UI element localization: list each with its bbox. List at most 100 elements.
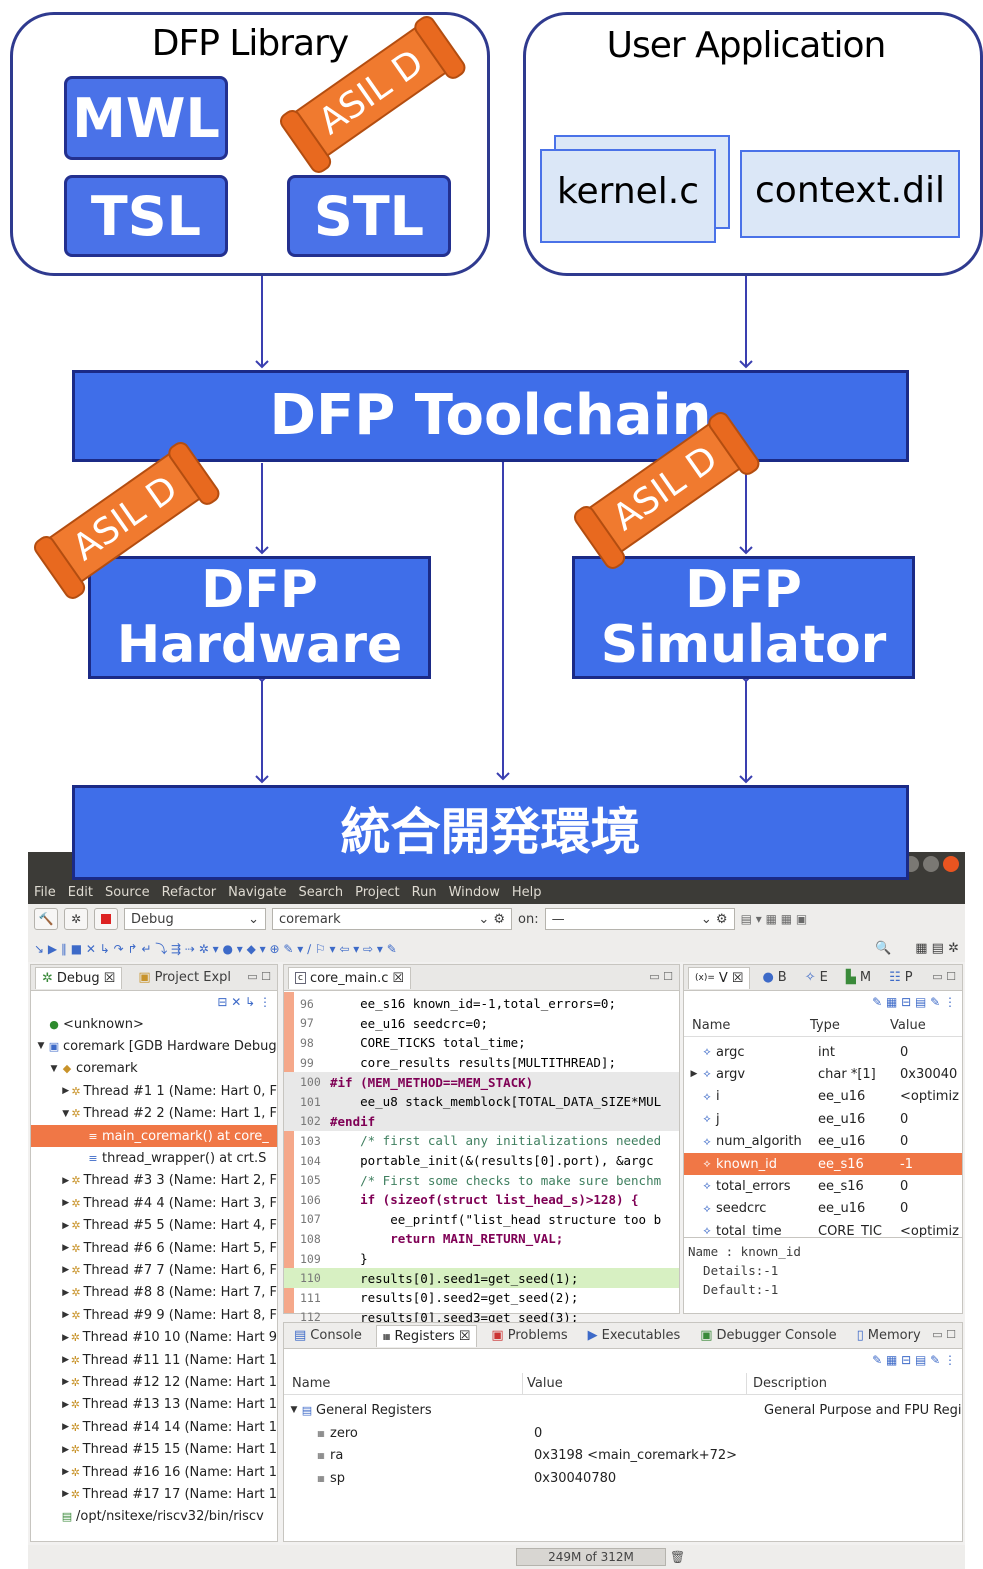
chevron-right-icon[interactable]: ▶ [62, 1310, 70, 1321]
register-group-row[interactable]: ▼▤General Registers General Purpose and … [284, 1399, 962, 1421]
debug-tree-item[interactable]: ▶✲Thread #16 16 (Name: Hart 1 [31, 1461, 277, 1483]
debug-tree-item[interactable]: ≡thread_wrapper() at crt.S [31, 1147, 277, 1169]
menu-project[interactable]: Project [355, 884, 400, 900]
debug-tree-item[interactable]: ▶✲Thread #7 7 (Name: Hart 6, F [31, 1259, 277, 1281]
tab-debugger-console[interactable]: ▣Debugger Console [700, 1328, 837, 1343]
chevron-down-icon[interactable]: ▼ [37, 1041, 45, 1052]
debug-tree-item[interactable]: ▶✲Thread #13 13 (Name: Hart 1 [31, 1394, 277, 1416]
code-line[interactable]: 99 core_results results[MULTITHREAD]; [284, 1053, 679, 1073]
chevron-right-icon[interactable]: ▶ [690, 1069, 698, 1080]
tab-console[interactable]: ▤Console [294, 1328, 362, 1343]
debug-tree-item[interactable]: ▶✲Thread #8 8 (Name: Hart 7, F [31, 1282, 277, 1304]
code-line[interactable]: 107 ee_printf("list_head structure too b [284, 1210, 679, 1230]
view-min-max-icons[interactable]: ▭ ☐ [649, 970, 673, 983]
chevron-right-icon[interactable]: ▶ [62, 1399, 69, 1410]
chevron-right-icon[interactable]: ▶ [62, 1444, 69, 1455]
launch-config-select[interactable]: coremark⌄ ⚙ [272, 908, 512, 930]
code-line[interactable]: 97 ee_u16 seedcrc=0; [284, 1014, 679, 1034]
chevron-down-icon[interactable]: ▼ [62, 1108, 70, 1119]
chevron-right-icon[interactable]: ▶ [62, 1377, 69, 1388]
tab-expressions[interactable]: ✧E [804, 970, 828, 985]
code-line[interactable]: 103 /* first call any initializations ne… [284, 1131, 679, 1151]
debug-tree-item[interactable]: ▶✲Thread #4 4 (Name: Hart 3, F [31, 1192, 277, 1214]
chevron-right-icon[interactable]: ▶ [62, 1198, 70, 1209]
menu-refactor[interactable]: Refactor [161, 884, 217, 900]
debug-tree-item[interactable]: ▶✲Thread #14 14 (Name: Hart 1 [31, 1416, 277, 1438]
chevron-right-icon[interactable]: ▶ [62, 1265, 70, 1276]
menu-edit[interactable]: Edit [67, 884, 93, 900]
code-line[interactable]: 100#if (MEM_METHOD==MEM_STACK) [284, 1072, 679, 1092]
code-line[interactable]: 109 } [284, 1249, 679, 1269]
debug-tree-item[interactable]: ▶✲Thread #17 17 (Name: Hart 1 [31, 1483, 277, 1505]
chevron-right-icon[interactable]: ▶ [62, 1086, 70, 1097]
trash-icon[interactable]: 🗑 [670, 1550, 686, 1564]
code-line[interactable]: 105 /* First some checks to make sure be… [284, 1170, 679, 1190]
perspective-icons[interactable]: ▦ ▤ ✲ [915, 940, 959, 956]
view-min-max-icons[interactable]: ▭ ☐ [247, 970, 271, 983]
menu-help[interactable]: Help [511, 884, 542, 900]
code-line[interactable]: 101 ee_u8 stack_memblock[TOTAL_DATA_SIZE… [284, 1092, 679, 1112]
close-icon[interactable] [943, 856, 959, 872]
col-value-header[interactable]: Value [522, 1373, 563, 1394]
debug-tree-item[interactable]: ▶✲Thread #15 15 (Name: Hart 1 [31, 1439, 277, 1461]
search-icon[interactable]: 🔍 [875, 940, 892, 956]
debug-view-toolbar[interactable]: ⊟ ✕ ↳ ⋮ [217, 995, 271, 1009]
chevron-right-icon[interactable]: ▶ [62, 1220, 70, 1231]
tab-project-explorer[interactable]: ▣Project Expl [138, 970, 232, 985]
chevron-right-icon[interactable]: ▶ [62, 1355, 69, 1365]
menu-navigate[interactable]: Navigate [228, 884, 287, 900]
maximize-icon[interactable] [923, 856, 939, 872]
tab-debug[interactable]: ✲Debug ☒ [35, 966, 123, 989]
debug-tree-item[interactable]: ▼◆coremark [31, 1058, 277, 1080]
chevron-right-icon[interactable]: ▶ [62, 1243, 70, 1253]
chevron-right-icon[interactable]: ▶ [62, 1175, 70, 1186]
debug-tree-item[interactable]: ●<unknown> [31, 1013, 277, 1035]
tab-registers[interactable]: ▦Registers ☒ [375, 1324, 478, 1347]
chevron-down-icon[interactable]: ▼ [50, 1063, 58, 1074]
debug-tree-item[interactable]: ▼✲Thread #2 2 (Name: Hart 1, F [31, 1103, 277, 1125]
heap-status[interactable]: 249M of 312M [516, 1548, 666, 1566]
menu-run[interactable]: Run [411, 884, 437, 900]
debug-tree-item[interactable]: ≡main_coremark() at core_ [31, 1125, 277, 1147]
col-value-header[interactable]: Value [890, 1018, 926, 1033]
code-line[interactable]: 106 if (sizeof(struct list_head_s)>128) … [284, 1190, 679, 1210]
code-line[interactable]: 108 return MAIN_RETURN_VAL; [284, 1229, 679, 1249]
debug-tree-item[interactable]: ▶✲Thread #11 11 (Name: Hart 1 [31, 1349, 277, 1371]
debug-tree-item[interactable]: ▶✲Thread #12 12 (Name: Hart 1 [31, 1371, 277, 1393]
col-description-header[interactable]: Description [746, 1373, 827, 1394]
menu-source[interactable]: Source [104, 884, 150, 900]
menu-file[interactable]: File [34, 884, 56, 900]
debug-tree-item[interactable]: ▶✲Thread #6 6 (Name: Hart 5, F [31, 1237, 277, 1259]
code-line[interactable]: 96 ee_s16 known_id=-1,total_errors=0; [284, 994, 679, 1014]
variables-toolbar[interactable]: ✎ ▦ ⊟ ▤ ✎ ⋮ [872, 995, 956, 1009]
code-line[interactable]: 102#endif [284, 1111, 679, 1132]
chevron-right-icon[interactable]: ▶ [62, 1422, 69, 1433]
code-line[interactable]: 110 results[0].seed1=get_seed(1); [284, 1268, 679, 1288]
view-min-max-icons[interactable]: ▭ ☐ [932, 1328, 956, 1341]
debug-step-icons[interactable]: ↘ ▶ ∥ ■ ✕ ↳ ↷ ↱ ↵ ⤵ ⇶ ⇢ ✲ ▾ ● ▾ ◆ ▾ ⊕ ✎ … [34, 941, 397, 956]
chevron-right-icon[interactable]: ▶ [62, 1287, 70, 1298]
launch-target-select[interactable]: —⌄ ⚙ [544, 908, 735, 930]
build-hammer-icon[interactable]: 🔨 [34, 908, 58, 930]
tab-memory[interactable]: ▯Memory [856, 1328, 921, 1343]
code-area[interactable]: 96 ee_s16 known_id=-1,total_errors=0;97 … [284, 992, 679, 1325]
chevron-right-icon[interactable]: ▶ [62, 1467, 69, 1477]
debug-bug-icon[interactable]: ✲ [64, 908, 88, 930]
stop-icon[interactable] [94, 908, 118, 930]
toolbar-icons[interactable]: ▤ ▾ ▦ ▦ ▣ [740, 912, 808, 926]
chevron-right-icon[interactable]: ▶ [62, 1332, 69, 1343]
debug-tree-item[interactable]: ▶✲Thread #9 9 (Name: Hart 8, F [31, 1304, 277, 1326]
tab-peripherals[interactable]: ☷P [889, 970, 913, 985]
col-type-header[interactable]: Type [810, 1018, 840, 1033]
view-min-max-icons[interactable]: ▭ ☐ [932, 970, 956, 983]
tab-breakpoints[interactable]: ●B [762, 970, 787, 985]
